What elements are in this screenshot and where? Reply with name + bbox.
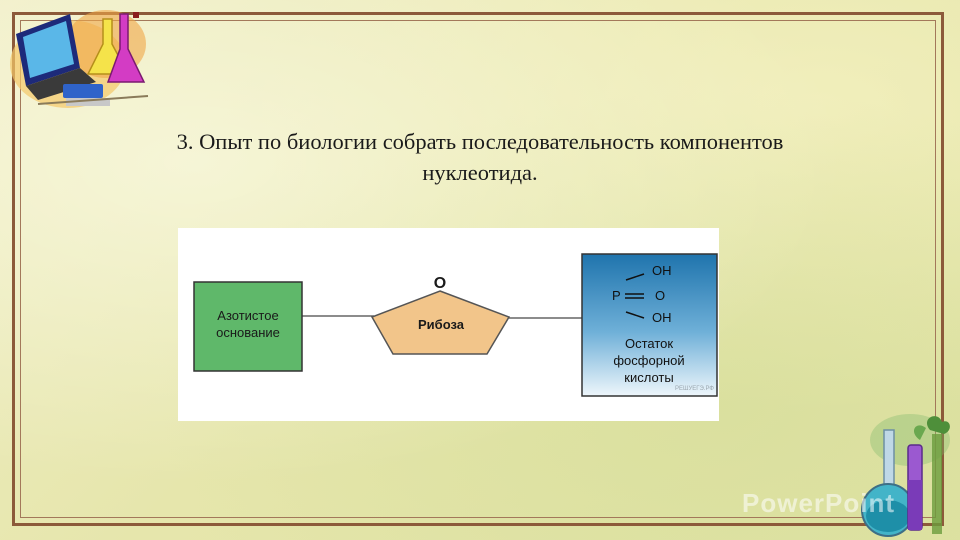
phosphate-p: P <box>612 288 621 303</box>
phosphate-oh-bottom: OH <box>652 310 672 325</box>
powerpoint-watermark: PowerPoint <box>742 488 896 518</box>
nitrogenous-base-box <box>193 281 303 372</box>
title-line-1: 3. Опыт по биологии собрать последовател… <box>176 129 784 154</box>
science-clipart-bottom-right <box>861 414 950 537</box>
slide-title: 3. Опыт по биологии собрать последовател… <box>60 126 900 188</box>
phosphate-label-line-1: Остаток <box>625 336 673 351</box>
title-line-2: нуклеотида. <box>422 160 538 185</box>
nucleotide-diagram-svg: Азотистое основание Рибоза O P OH O OH О… <box>193 253 718 397</box>
phosphate-label-line-2: фосфорной <box>613 353 684 368</box>
bond-to-oh-top <box>625 273 645 281</box>
source-watermark: РЕШУЕГЭ.РФ <box>675 386 714 392</box>
ribose-label: Рибоза <box>418 317 465 332</box>
science-clipart-top-left <box>10 10 149 108</box>
base-label-line-2: основание <box>216 325 280 340</box>
bond-to-oh-bottom <box>625 311 645 319</box>
phosphate-box <box>581 253 718 397</box>
phosphate-label-line-3: кислоты <box>624 370 673 385</box>
base-label-line-1: Азотистое <box>217 308 278 323</box>
slide-frame-inner <box>20 20 936 518</box>
phosphate-oh-top: OH <box>652 263 672 278</box>
nucleotide-diagram: Азотистое основание Рибоза O P OH O OH О… <box>178 228 719 421</box>
ribose-pentagon <box>370 290 511 355</box>
slide-frame <box>12 12 944 526</box>
ribose-oxygen-atom: O <box>434 275 446 292</box>
phosphate-o: O <box>655 288 665 303</box>
